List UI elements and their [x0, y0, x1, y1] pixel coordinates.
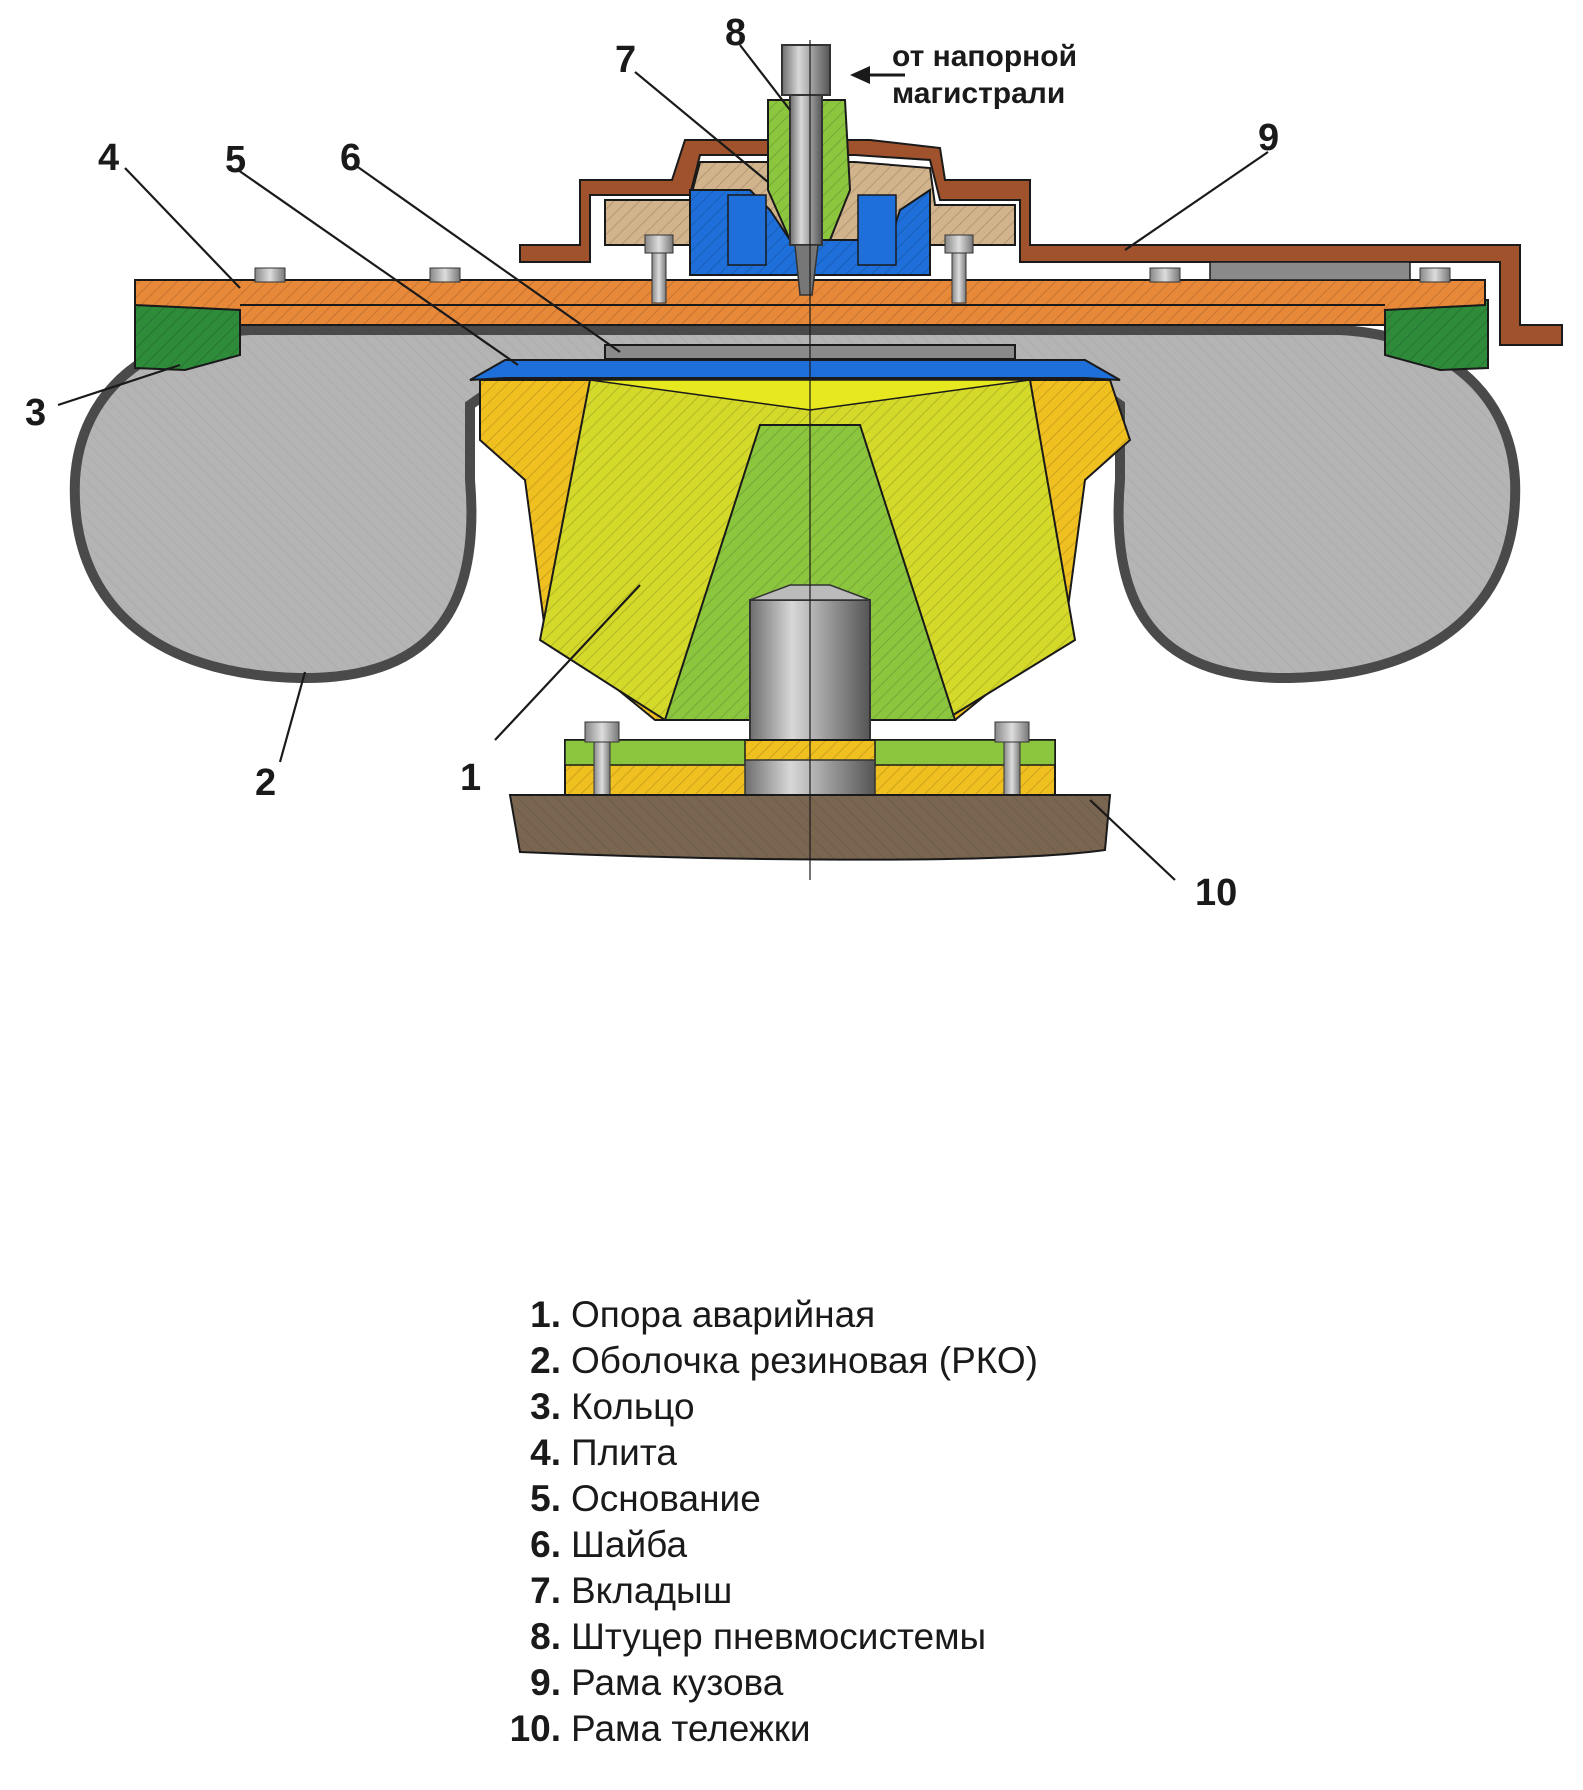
- legend-item: 7.Вкладыш: [497, 1568, 1038, 1614]
- legend-label: Опора аварийная: [571, 1294, 876, 1335]
- leader-lines: [57, 44, 1269, 881]
- emergency-support: [479, 379, 1132, 761]
- legend-item: 9.Рама кузова: [497, 1660, 1038, 1706]
- legend-number: 9.: [530, 1662, 561, 1703]
- rubber-shell: [69, 325, 1521, 684]
- legend-item: 10.Рама тележки: [497, 1706, 1038, 1752]
- legend: 1.Опора аварийная 2.Оболочка резиновая (…: [497, 1292, 1038, 1752]
- base: [469, 359, 1121, 381]
- callout-2: 2: [255, 762, 276, 804]
- legend-label: Кольцо: [571, 1386, 695, 1427]
- legend-item: 6.Шайба: [497, 1522, 1038, 1568]
- callout-3: 3: [25, 392, 46, 434]
- callout-1: 1: [460, 757, 481, 799]
- legend-label: Рама кузова: [571, 1662, 784, 1703]
- inlet-note-line2: магистрали: [892, 77, 1065, 110]
- legend-label: Штуцер пневмосистемы: [571, 1616, 987, 1657]
- legend-number: 3.: [530, 1386, 561, 1427]
- legend-label: Рама тележки: [571, 1708, 811, 1749]
- plate-bolts: [254, 234, 1451, 304]
- legend-item: 8.Штуцер пневмосистемы: [497, 1614, 1038, 1660]
- legend-label: Шайба: [571, 1524, 688, 1565]
- inlet-arrow: [850, 66, 905, 84]
- legend-number: 7.: [530, 1570, 561, 1611]
- legend-number: 8.: [530, 1616, 561, 1657]
- legend-label: Плита: [571, 1432, 677, 1473]
- callout-8: 8: [725, 12, 746, 54]
- callout-6: 6: [340, 137, 361, 179]
- legend-number: 1.: [530, 1294, 561, 1335]
- callout-5: 5: [225, 139, 246, 181]
- insert: [689, 188, 931, 276]
- legend-item: 3.Кольцо: [497, 1384, 1038, 1430]
- legend-number: 10.: [509, 1708, 561, 1749]
- air-spring-diagram: от напорной магистрали 1 2 3 4 5 6 7 8 9…: [25, 12, 1563, 914]
- legend-item: 2.Оболочка резиновая (РКО): [497, 1338, 1038, 1384]
- legend-item: 4.Плита: [497, 1430, 1038, 1476]
- legend-label: Основание: [571, 1478, 761, 1519]
- callout-7: 7: [615, 39, 636, 81]
- inlet-note-line1: от напорной: [892, 40, 1077, 73]
- callout-9: 9: [1258, 117, 1279, 159]
- legend-item: 1.Опора аварийная: [497, 1292, 1038, 1338]
- legend-number: 6.: [530, 1524, 561, 1565]
- legend-number: 2.: [530, 1340, 561, 1381]
- legend-label: Вкладыш: [571, 1570, 733, 1611]
- legend-number: 4.: [530, 1432, 561, 1473]
- ring: [134, 299, 1489, 372]
- legend-number: 5.: [530, 1478, 561, 1519]
- legend-label: Оболочка резиновая (РКО): [571, 1340, 1038, 1381]
- pneumatic-fitting: [781, 44, 831, 296]
- callout-4: 4: [98, 137, 119, 179]
- legend-item: 5.Основание: [497, 1476, 1038, 1522]
- callout-10: 10: [1195, 872, 1237, 914]
